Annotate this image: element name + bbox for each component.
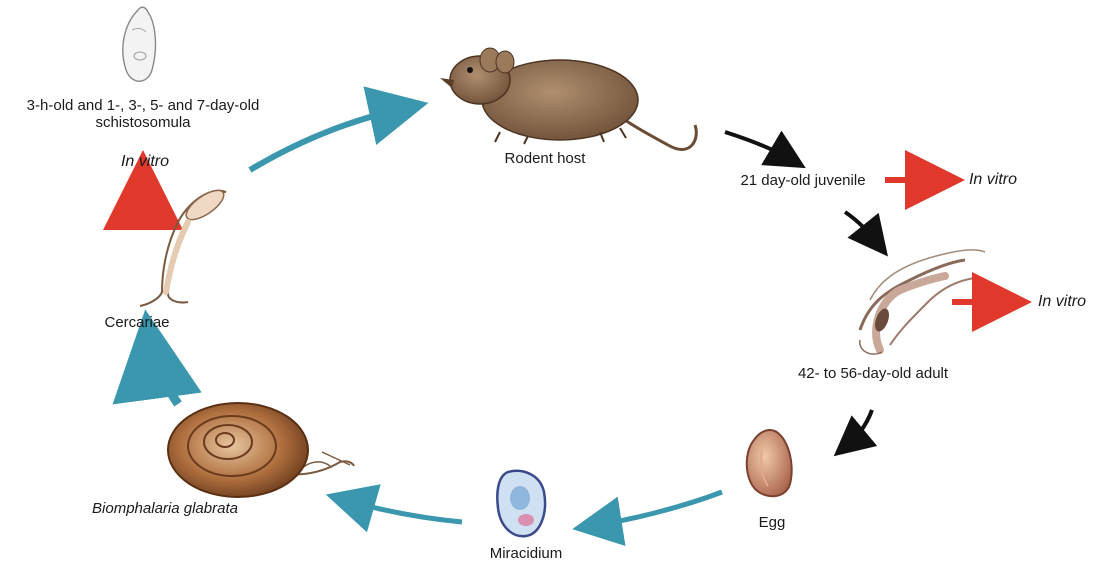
arrow-juvenile-to-adult (845, 212, 878, 244)
in-vitro-label-juvenile: In vitro (948, 171, 1038, 188)
arrow-egg-to-miracidium (592, 492, 722, 526)
miracidium-label: Miracidium (456, 545, 596, 562)
schistosomula-label: 3-h-old and 1-, 3-, 5- and 7-day-old sch… (18, 97, 268, 131)
juvenile-label: 21 day-old juvenile (738, 172, 868, 189)
arrow-snail-to-cercariae (150, 345, 178, 404)
snail-label: Biomphalaria glabrata (90, 500, 240, 517)
miracidium-icon (497, 471, 545, 536)
egg-icon (747, 430, 792, 496)
cercariae-label: Cercariae (72, 314, 202, 331)
snail-icon (168, 403, 354, 497)
in-vitro-label-adult: In vitro (1016, 293, 1108, 310)
schistosomulum-icon (123, 7, 156, 81)
arrow-schistosomula-to-rodent (250, 108, 405, 170)
rodent-host-label: Rodent host (470, 150, 620, 167)
arrow-rodent-to-juvenile (725, 132, 792, 160)
cercaria-icon (140, 185, 228, 306)
egg-label: Egg (742, 514, 802, 531)
arrow-miracidium-to-snail (345, 500, 462, 522)
rodent-icon (440, 48, 696, 149)
adult-label: 42- to 56-day-old adult (788, 365, 958, 382)
in-vitro-label-schistosomula: In vitro (100, 153, 190, 170)
arrow-adult-to-egg (846, 410, 872, 446)
